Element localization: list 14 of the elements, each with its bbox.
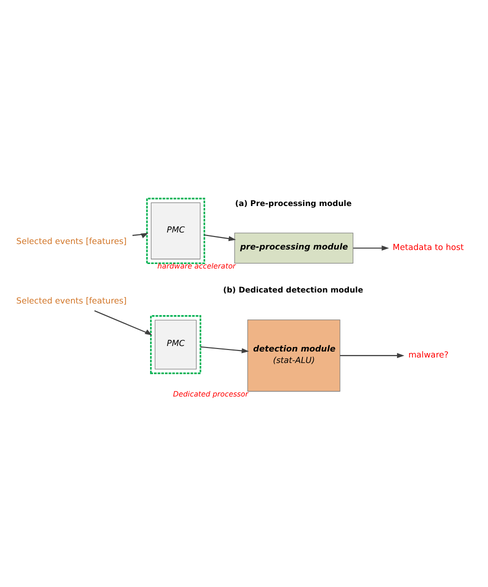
- node-box: detection module (stat-ALU): [247, 320, 340, 392]
- arrow: [340, 353, 404, 358]
- arrow: [94, 310, 152, 336]
- node-text: Selected events [features]: [16, 295, 127, 306]
- arrow: [353, 246, 390, 251]
- node-text: Selected events [features]: [16, 236, 127, 246]
- node-box: PMC: [150, 202, 200, 260]
- arrow: [204, 234, 236, 242]
- node-text: malware?: [408, 350, 449, 360]
- node-text: Metadata to host: [392, 242, 464, 252]
- arrow: [200, 346, 250, 354]
- node-box: pre-processing module: [234, 232, 354, 264]
- arrow: [132, 232, 148, 238]
- node-box: PMC: [154, 320, 197, 370]
